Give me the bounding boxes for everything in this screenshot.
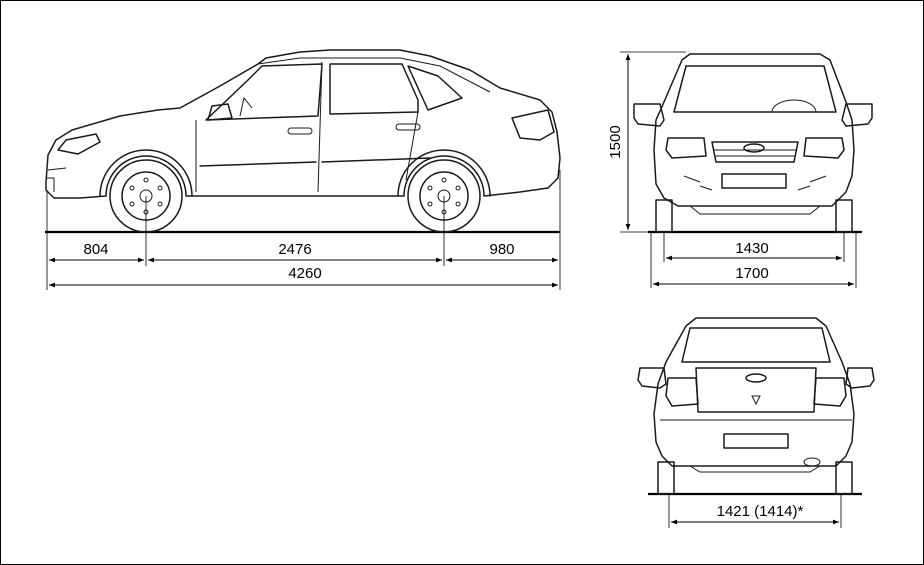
- rear-logo-icon: [745, 373, 767, 383]
- front-grille-bars: [714, 149, 796, 157]
- side-rear-arch: [397, 149, 491, 197]
- label-overall-length: 4260: [288, 265, 321, 282]
- side-steering-wheel: [239, 96, 253, 117]
- rear-right-mirror: [845, 367, 875, 389]
- front-left-tyre: [655, 199, 673, 233]
- side-front-bumper: [46, 167, 67, 192]
- side-front-window: [205, 63, 323, 121]
- label-front-track: 1430: [735, 240, 768, 257]
- label-rear-overhang: 980: [489, 241, 514, 258]
- side-rear-handle: [395, 123, 421, 131]
- rear-plate: [723, 433, 789, 449]
- side-front-handle: [287, 127, 313, 135]
- front-underbody: [689, 205, 821, 215]
- side-front-wheel: [109, 159, 183, 233]
- label-height: 1500: [607, 125, 624, 158]
- rear-body-outline: [653, 317, 855, 467]
- front-body-outline: [653, 53, 855, 207]
- front-view: 1500 1430 1700: [607, 51, 873, 288]
- front-plate: [721, 173, 787, 189]
- side-rear-window: [329, 63, 419, 115]
- front-right-mirror: [841, 103, 873, 127]
- front-windshield: [673, 65, 837, 113]
- side-door-lines: [195, 61, 419, 193]
- side-molding: [199, 157, 431, 167]
- rear-trunk-lid: [695, 367, 817, 413]
- side-roof-line: [257, 57, 491, 93]
- side-headlight: [57, 133, 101, 155]
- front-logo-icon: [743, 143, 765, 153]
- rear-exhaust: [803, 457, 821, 467]
- rear-left-taillight: [665, 377, 699, 407]
- side-quarter-window: [407, 65, 463, 111]
- side-taillight: [511, 109, 555, 141]
- rear-view: 1421 (1414)*: [637, 317, 875, 528]
- rear-badge-icon: [751, 395, 761, 406]
- side-body-outline: [45, 49, 561, 199]
- label-rear-track: 1421 (1414)*: [717, 503, 804, 520]
- label-front-overhang: 804: [83, 241, 108, 258]
- side-view: 804 2476 980 4260: [45, 49, 561, 290]
- label-wheelbase: 2476: [278, 241, 311, 258]
- front-lower-intake: [683, 175, 827, 191]
- rear-window: [681, 327, 831, 363]
- front-right-headlight: [803, 137, 845, 159]
- rear-underbody: [689, 465, 821, 473]
- side-mirror: [207, 103, 233, 121]
- rear-left-tyre: [657, 461, 675, 495]
- side-front-arch: [99, 149, 193, 197]
- label-overall-width: 1700: [735, 265, 768, 282]
- front-steering-wheel: [771, 99, 817, 113]
- front-grille: [711, 141, 799, 163]
- rear-right-tyre: [835, 461, 853, 495]
- front-left-headlight: [665, 137, 707, 159]
- front-left-mirror: [633, 103, 665, 127]
- front-right-tyre: [835, 199, 853, 233]
- rear-left-mirror: [637, 367, 667, 389]
- rear-right-taillight: [813, 377, 847, 407]
